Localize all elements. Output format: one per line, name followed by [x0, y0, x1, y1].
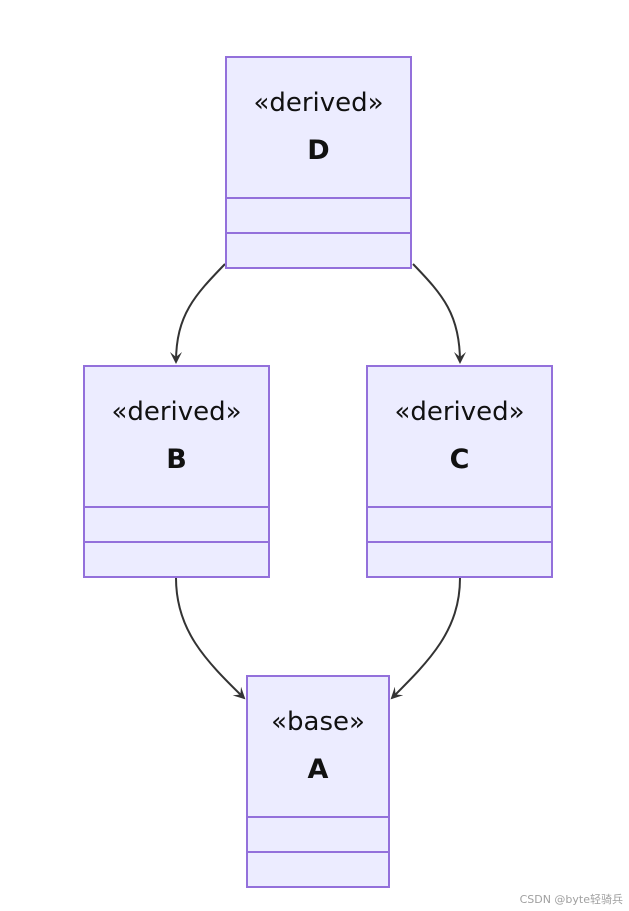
watermark: CSDN @byte轻骑兵 — [519, 893, 623, 906]
methods-compartment — [368, 541, 551, 543]
class-header: «derived» B — [85, 367, 268, 507]
stereotype-label: «base» — [271, 707, 365, 737]
class-box-b[interactable]: «derived» B — [83, 365, 270, 578]
attributes-compartment — [248, 816, 388, 818]
edge-d-to-b — [170, 263, 226, 364]
edge-b-to-a — [175, 577, 246, 700]
class-name: B — [166, 444, 187, 475]
edge-d-to-c — [412, 263, 466, 364]
class-name: A — [307, 754, 329, 785]
stereotype-label: «derived» — [111, 397, 242, 427]
class-box-d[interactable]: «derived» D — [225, 56, 412, 269]
attributes-compartment — [85, 506, 268, 508]
class-box-a[interactable]: «base» A — [246, 675, 390, 888]
class-header: «base» A — [248, 677, 388, 817]
class-name: D — [307, 135, 330, 166]
stereotype-label: «derived» — [253, 88, 384, 118]
edge-c-to-a — [390, 577, 461, 700]
class-box-c[interactable]: «derived» C — [366, 365, 553, 578]
methods-compartment — [248, 851, 388, 853]
attributes-compartment — [368, 506, 551, 508]
methods-compartment — [227, 232, 410, 234]
methods-compartment — [85, 541, 268, 543]
class-name: C — [449, 444, 470, 475]
class-header: «derived» C — [368, 367, 551, 507]
attributes-compartment — [227, 197, 410, 199]
class-header: «derived» D — [227, 58, 410, 198]
stereotype-label: «derived» — [394, 397, 525, 427]
